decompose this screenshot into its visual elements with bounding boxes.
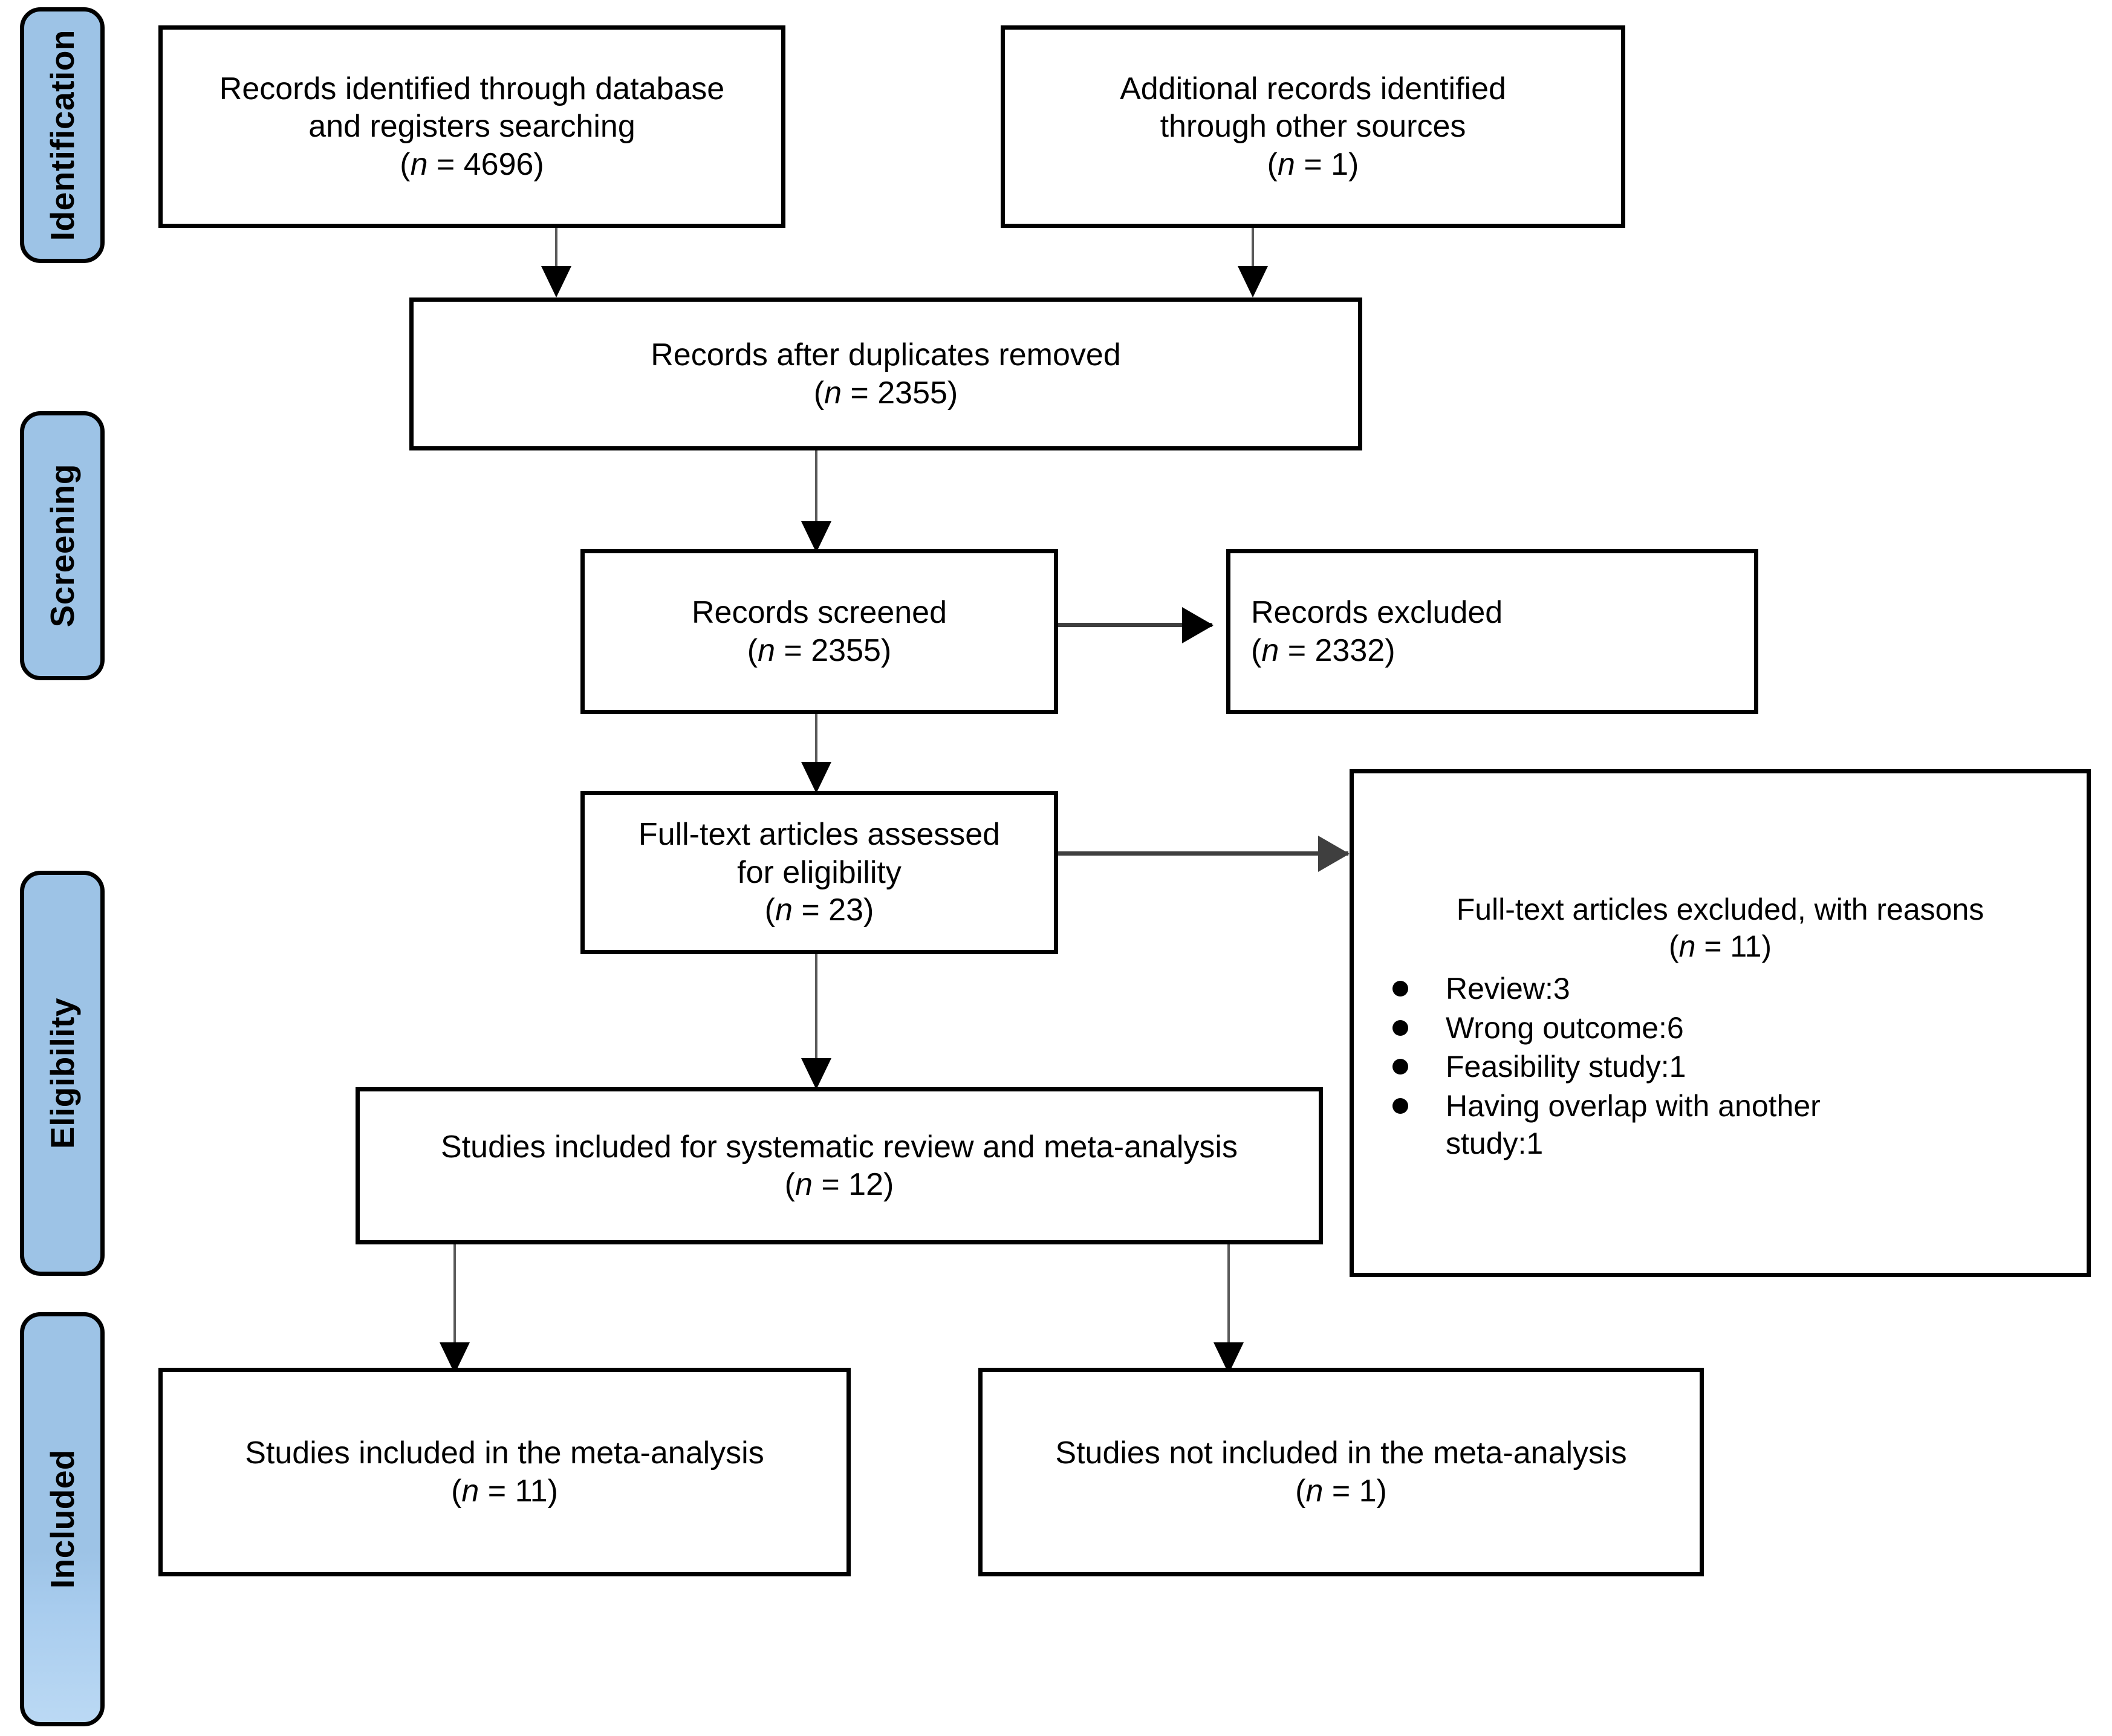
stage-label-screening: Screening (44, 464, 81, 628)
stage-pill-eligibility: Eligibility (20, 871, 105, 1276)
box-studies-not-included-meta-analysis: Studies not included in the meta-analysi… (978, 1368, 1704, 1576)
reason-label: Review:3 (1446, 972, 1570, 1006)
box-line-1: Records excluded (1251, 595, 1503, 631)
reason-item: Review:3 (1354, 970, 2087, 1008)
connector-studies-to-meta-included (453, 1244, 456, 1371)
reason-item: Having overlap with another study:1 (1354, 1087, 2087, 1163)
stage-label-included: Included (44, 1449, 81, 1589)
box-count: (n = 1) (1295, 1473, 1387, 1509)
connector-screened-to-excluded (1058, 623, 1212, 627)
connector-screened-to-fulltext (815, 714, 817, 793)
arrowhead-screened-to-excluded (1182, 607, 1214, 643)
arrowhead-db-to-duplicates (541, 266, 571, 297)
box-studies-included-systematic-review: Studies included for systematic review a… (356, 1087, 1323, 1244)
box-count: (n = 12) (784, 1167, 894, 1202)
bullet-icon (1392, 1019, 1408, 1036)
connector-studies-to-meta-not-included (1227, 1244, 1230, 1371)
arrowhead-fulltext-to-studies-included (801, 1058, 831, 1090)
box-records-identified-database: Records identified through database and … (158, 25, 785, 228)
arrowhead-other-to-duplicates (1238, 266, 1268, 297)
arrowhead-screened-to-fulltext (801, 762, 831, 793)
box-line-2: and registers searching (308, 109, 635, 145)
stage-label-identification: Identification (44, 29, 81, 241)
stage-label-eligibility: Eligibility (44, 998, 81, 1149)
connector-db-to-duplicates (555, 228, 557, 280)
stage-pill-screening: Screening (20, 411, 105, 680)
bullet-icon (1392, 981, 1408, 996)
box-studies-included-meta-analysis: Studies included in the meta-analysis (n… (158, 1368, 851, 1576)
reason-item: Feasibility study:1 (1354, 1048, 2087, 1086)
reason-label: Having overlap with another study:1 (1446, 1088, 1821, 1161)
reasons-heading: Full-text articles excluded, with reason… (1456, 892, 1984, 926)
stage-pill-included: Included (20, 1312, 105, 1726)
reasons-list: Review:3 Wrong outcome:6 Feasibility stu… (1354, 970, 2087, 1163)
box-line-1: Studies not included in the meta-analysi… (1055, 1435, 1627, 1471)
bullet-icon (1392, 1097, 1408, 1114)
box-records-after-duplicates-removed: Records after duplicates removed (n = 23… (409, 297, 1362, 450)
reason-label: Wrong outcome:6 (1446, 1010, 1684, 1045)
box-count: (n = 11) (451, 1473, 558, 1509)
box-additional-records-other-sources: Additional records identified through ot… (1001, 25, 1625, 228)
reasons-count: (n = 11) (1668, 929, 1772, 963)
box-line-2: through other sources (1160, 109, 1466, 145)
box-line-1: Records identified through database (219, 71, 725, 106)
bullet-icon (1392, 1059, 1408, 1074)
connector-fulltext-to-studies-included (815, 954, 817, 1087)
box-line-1: Studies included in the meta-analysis (245, 1435, 764, 1471)
reason-item: Wrong outcome:6 (1354, 1009, 2087, 1047)
box-fulltext-excluded-with-reasons: Full-text articles excluded, with reason… (1350, 769, 2091, 1277)
connector-fulltext-to-excluded-reasons (1058, 851, 1348, 856)
box-line-1: Records after duplicates removed (651, 337, 1121, 373)
arrowhead-duplicates-to-screened (801, 521, 831, 553)
connector-duplicates-to-screened (815, 450, 817, 547)
box-count: (n = 1) (1267, 146, 1359, 182)
box-fulltext-assessed-eligibility: Full-text articles assessed for eligibil… (580, 791, 1058, 954)
stage-pill-identification: Identification (20, 7, 105, 263)
reason-label: Feasibility study:1 (1446, 1050, 1686, 1084)
box-count: (n = 2355) (747, 632, 892, 668)
box-line-2: for eligibility (737, 854, 902, 890)
connector-other-to-duplicates (1252, 228, 1254, 280)
box-line-1: Additional records identified (1120, 71, 1506, 106)
box-count: (n = 4696) (400, 146, 544, 182)
box-records-screened: Records screened (n = 2355) (580, 549, 1058, 714)
box-line-1: Full-text articles assessed (638, 817, 1001, 853)
box-records-excluded: Records excluded (n = 2332) (1226, 549, 1758, 714)
box-line-1: Records screened (692, 595, 947, 631)
box-count: (n = 2332) (1251, 632, 1396, 668)
box-line-1: Studies included for systematic review a… (441, 1129, 1238, 1165)
arrowhead-fulltext-to-excluded-reasons (1318, 836, 1350, 872)
box-count: (n = 23) (764, 892, 874, 928)
box-count: (n = 2355) (813, 375, 958, 411)
